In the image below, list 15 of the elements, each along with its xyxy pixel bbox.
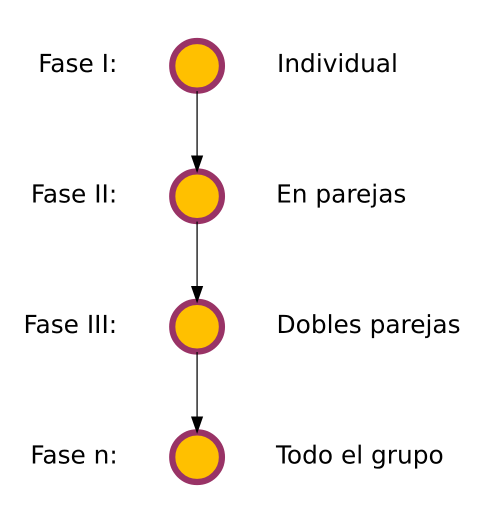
node-label: Individual [277,49,398,78]
node-circle [169,38,226,94]
node-label: Fase III: [24,310,118,339]
node-circle [169,298,226,355]
node-label: Todo el grupo [276,440,444,470]
node-circle [169,429,226,486]
arrow [191,222,204,304]
arrow [191,352,204,434]
node-label: En parejas [276,179,406,208]
arrow [191,91,204,173]
node-label: Fase n: [30,440,118,470]
node-label: Fase I: [38,49,118,78]
node-circle [169,168,226,224]
node-label: Dobles parejas [276,310,461,339]
node-label: Fase II: [30,179,118,208]
